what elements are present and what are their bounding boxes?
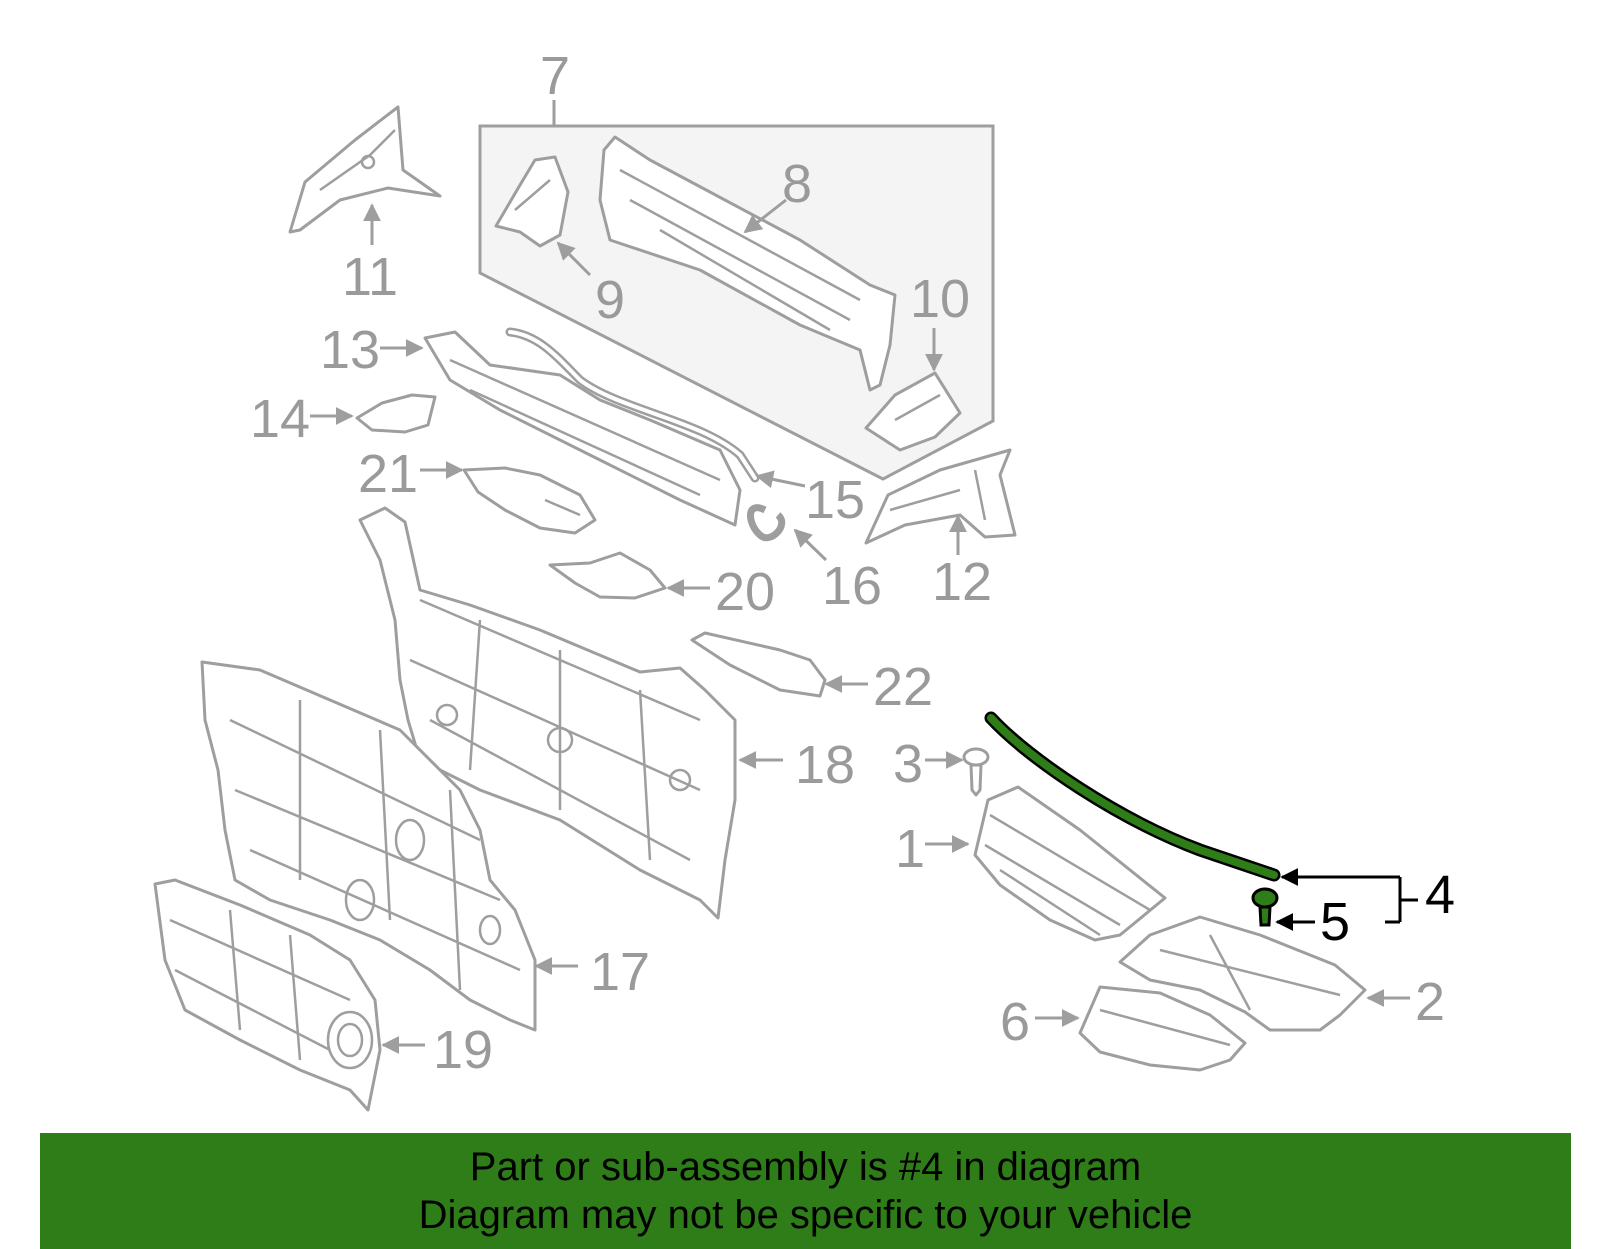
part-19-silencer (153, 878, 382, 1112)
part-2-cowl-panel (1118, 915, 1367, 1032)
callout-11: 11 (342, 247, 398, 307)
callout-15: 15 (805, 470, 865, 530)
part-8-cowl-top (598, 135, 897, 392)
callout-17: 17 (590, 942, 650, 1002)
part-12-bracket (864, 448, 1017, 545)
callout-7: 7 (540, 46, 570, 106)
part-13-panel (423, 330, 742, 527)
part-14-panel (355, 393, 437, 434)
part-6-panel (1078, 985, 1247, 1072)
part-18-dash-panel (358, 506, 737, 920)
callout-10: 10 (910, 269, 970, 329)
callout-14: 14 (250, 389, 310, 449)
callout-12: 12 (932, 552, 992, 612)
banner-line-part: Part or sub-assembly is #4 in diagram (469, 1145, 1142, 1189)
part-21-panel (462, 466, 597, 535)
callout-22: 22 (873, 657, 933, 717)
callout-18: 18 (795, 735, 855, 795)
callout-20: 20 (715, 562, 775, 622)
callout-4: 4 (1425, 865, 1455, 925)
callout-16: 16 (822, 556, 882, 616)
part-9-bracket (494, 155, 570, 248)
info-banner: Part or sub-assembly is #4 in diagram Di… (40, 1133, 1571, 1249)
part-5-clip (1251, 887, 1279, 927)
callout-8: 8 (782, 154, 812, 214)
banner-line-disclaimer: Diagram may not be specific to your vehi… (418, 1193, 1193, 1237)
part-16-clip (747, 504, 786, 541)
part-15-seal (505, 327, 760, 483)
part-1-cowl-panel (973, 785, 1167, 942)
part-20-panel (548, 551, 667, 600)
callout-1: 1 (895, 819, 925, 879)
callout-21: 21 (358, 444, 418, 504)
part-17-dash-insulator (200, 660, 537, 1032)
callout-3: 3 (893, 734, 923, 794)
part-22-panel (690, 631, 827, 698)
callout-2: 2 (1415, 972, 1445, 1032)
part-11-bracket (288, 105, 442, 234)
part-3-screw (962, 747, 990, 797)
callout-19: 19 (433, 1020, 493, 1080)
callout-13: 13 (320, 320, 380, 380)
callout-6: 6 (1000, 992, 1030, 1052)
callout-5: 5 (1320, 892, 1350, 952)
part-10-bracket (864, 371, 962, 452)
part-4-hood-seal (984, 711, 1281, 882)
callout-9: 9 (595, 270, 625, 330)
